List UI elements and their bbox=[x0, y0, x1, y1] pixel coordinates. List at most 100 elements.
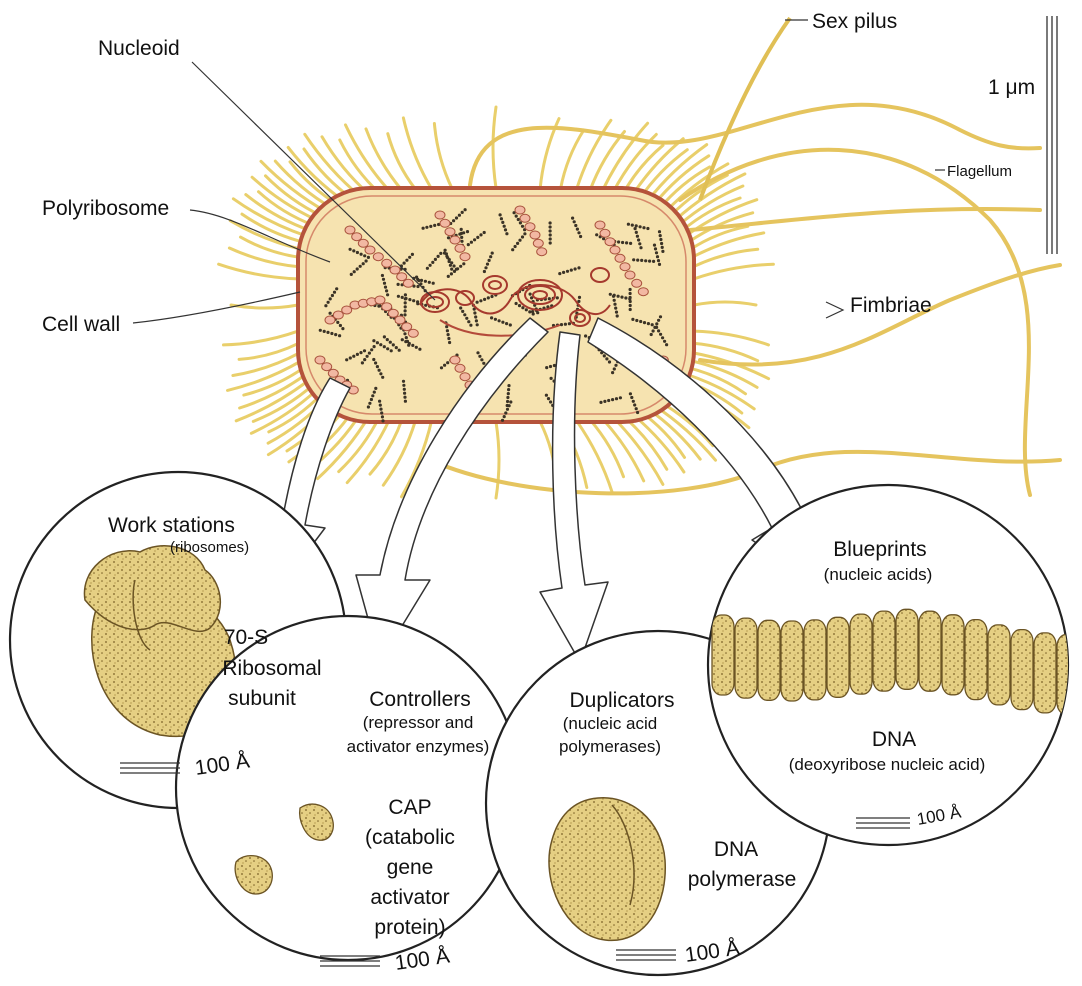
cytoplasm-granule bbox=[663, 339, 667, 343]
fimbria bbox=[231, 351, 302, 377]
cytoplasm-granule bbox=[661, 249, 665, 253]
ribosome bbox=[524, 222, 536, 232]
cytoplasm-granule bbox=[484, 266, 488, 270]
cytoplasm-granule bbox=[328, 311, 332, 315]
controllers-item-line: (catabolic bbox=[365, 826, 455, 849]
cytoplasm-granule bbox=[652, 243, 657, 247]
fimbria bbox=[217, 262, 300, 281]
cytoplasm-granule bbox=[448, 340, 452, 345]
cytoplasm-granule bbox=[380, 415, 384, 419]
cytoplasm-granule bbox=[403, 332, 407, 336]
cytoplasm-granule bbox=[655, 322, 659, 326]
cytoplasm-granule bbox=[644, 259, 648, 263]
cytoplasm-granule bbox=[658, 234, 662, 238]
cytoplasm-granule bbox=[513, 244, 517, 249]
cell-membrane bbox=[305, 195, 687, 415]
blueprints-item-line: DNA bbox=[872, 728, 916, 751]
ribosome bbox=[454, 363, 466, 373]
cytoplasm-granule bbox=[408, 255, 412, 259]
cytoplasm-granule bbox=[528, 292, 532, 296]
cytoplasm-granule bbox=[661, 336, 665, 340]
cytoplasm-granule bbox=[614, 363, 618, 367]
cytoplasm-granule bbox=[651, 329, 655, 333]
cytoplasm-granule bbox=[620, 295, 624, 299]
cytoplasm-granule bbox=[646, 322, 651, 326]
fimbria bbox=[400, 419, 433, 499]
dna-segment bbox=[895, 608, 919, 690]
cytoplasm-granule bbox=[558, 272, 562, 276]
ribosome-illustration bbox=[83, 545, 237, 738]
label-scale-1um: 1 μm bbox=[988, 76, 1035, 99]
cytoplasm-granule bbox=[416, 302, 420, 306]
cytoplasm-granule bbox=[407, 343, 411, 347]
cytoplasm-granule bbox=[621, 240, 625, 245]
cytoplasm-granule bbox=[500, 418, 505, 422]
work-stations-item-line: 70-S bbox=[224, 626, 268, 649]
cytoplasm-granule bbox=[425, 225, 429, 229]
cytoplasm-granule bbox=[446, 333, 450, 337]
cytoplasm-granule bbox=[626, 222, 631, 226]
cytoplasm-granule bbox=[608, 292, 612, 296]
fimbria bbox=[692, 262, 775, 281]
cytoplasm-granule bbox=[322, 329, 326, 333]
cytoplasm-granule bbox=[335, 287, 339, 291]
cytoplasm-granule bbox=[466, 243, 470, 247]
dna-segment bbox=[734, 617, 758, 699]
cytoplasm-granule bbox=[372, 339, 376, 343]
fimbria bbox=[600, 121, 650, 193]
ribosome bbox=[434, 210, 446, 220]
cytoplasm-granule bbox=[528, 310, 532, 314]
cytoplasm-granule bbox=[460, 235, 464, 239]
fimbria bbox=[381, 419, 417, 487]
cytoplasm-granule bbox=[431, 260, 435, 264]
duplicators-text: Duplicators (nucleic acid polymerases) D… bbox=[559, 689, 796, 967]
cytoplasm-granule bbox=[493, 317, 497, 321]
cytoplasm-granule bbox=[577, 295, 582, 299]
ribosome bbox=[381, 258, 393, 268]
ribosome bbox=[599, 228, 611, 238]
cytoplasm-granule bbox=[423, 279, 427, 283]
cytoplasm-granule bbox=[634, 230, 638, 234]
cytoplasm-granule bbox=[506, 395, 510, 400]
cytoplasm-granule bbox=[612, 293, 616, 297]
cytoplasm-granule bbox=[402, 387, 406, 391]
cytoplasm-granule bbox=[379, 407, 383, 411]
cytoplasm-granule bbox=[571, 216, 575, 220]
controllers-item-line: activator bbox=[370, 886, 449, 909]
cytoplasm-granule bbox=[507, 388, 511, 392]
cytoplasm-granule bbox=[479, 233, 483, 237]
cytoplasm-granule bbox=[618, 396, 623, 400]
cytoplasm-granule bbox=[646, 226, 650, 231]
cytoplasm-granule bbox=[361, 262, 365, 266]
cytoplasm-granule bbox=[381, 419, 385, 423]
circle-blueprints bbox=[706, 483, 1070, 847]
cytoplasm-granule bbox=[437, 222, 441, 227]
cytoplasm-granule bbox=[318, 328, 322, 332]
cytoplasm-granule bbox=[330, 293, 334, 298]
cytoplasm-granule bbox=[628, 291, 632, 296]
cytoplasm-granule bbox=[502, 224, 506, 228]
cytoplasm-granule bbox=[575, 227, 580, 231]
scale-bar-1um bbox=[1046, 16, 1058, 254]
cytoplasm-granule bbox=[391, 343, 395, 347]
cytoplasm-granule bbox=[433, 223, 437, 227]
dna-segment bbox=[941, 614, 965, 696]
cytoplasm-granule bbox=[439, 366, 444, 370]
cytoplasm-granule bbox=[638, 225, 642, 229]
cytoplasm-granule bbox=[549, 400, 553, 404]
cytoplasm-granule bbox=[382, 335, 386, 339]
cytoplasm-granule bbox=[355, 250, 359, 255]
fimbria bbox=[690, 231, 766, 259]
controllers-subtitle-line: (repressor and bbox=[363, 713, 474, 732]
cytoplasm-granule bbox=[459, 306, 463, 310]
cytoplasm-granule bbox=[482, 230, 486, 235]
ribosome bbox=[394, 315, 406, 325]
cytoplasm-granule bbox=[366, 405, 370, 409]
cytoplasm-granule bbox=[517, 304, 522, 308]
dna-polymerase-illustration bbox=[548, 797, 666, 942]
cytoplasm-granule bbox=[616, 294, 620, 298]
ribosome bbox=[401, 322, 413, 332]
cytoplasm-granule bbox=[611, 398, 615, 402]
cytoplasm-granule bbox=[520, 235, 525, 239]
